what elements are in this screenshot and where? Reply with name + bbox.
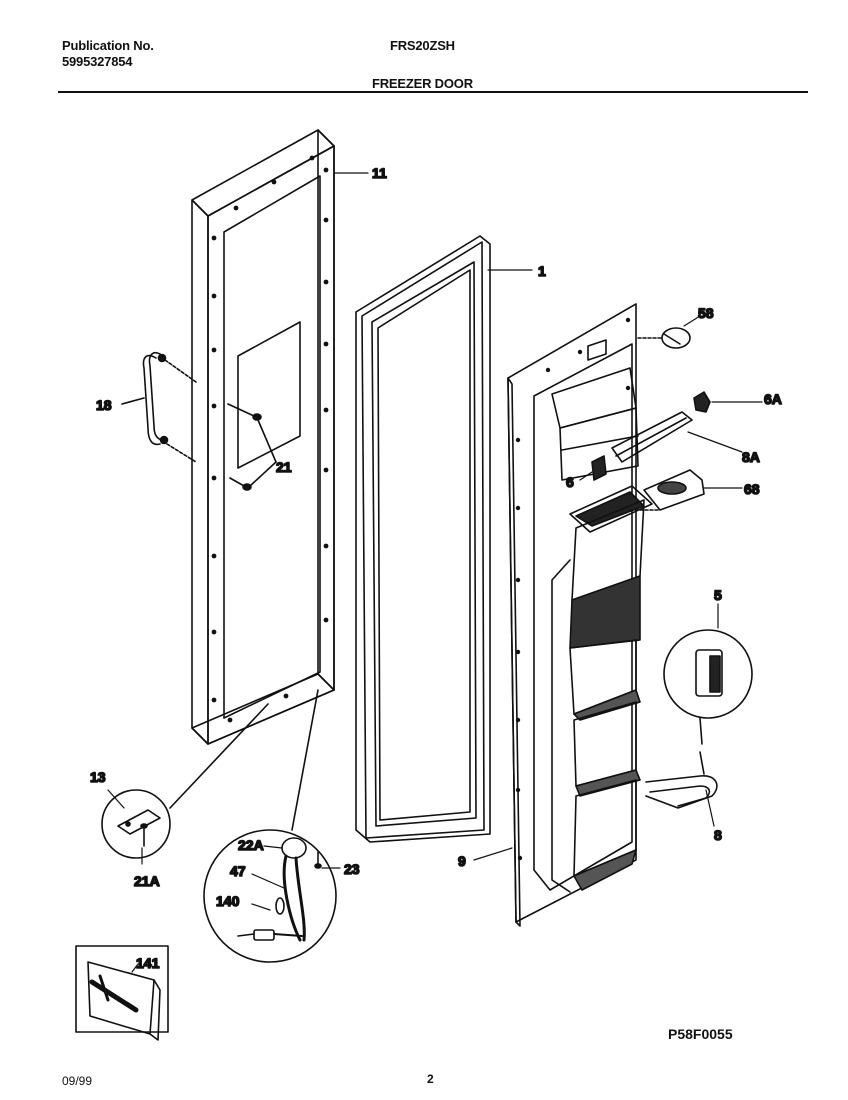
- callout-13: 13: [90, 769, 106, 785]
- callout-11: 11: [372, 165, 387, 181]
- callout-21A: 21A: [134, 873, 160, 889]
- callout-23: 23: [344, 861, 360, 877]
- callout-1: 1: [538, 263, 546, 279]
- callout-8A: 8A: [742, 449, 760, 465]
- hinge-bracket-detail-13: [101, 703, 269, 865]
- section-title: FREEZER DOOR: [372, 76, 473, 91]
- switch-detail-5: [663, 603, 753, 745]
- dispenser-arm-8: [645, 751, 718, 827]
- callout-140: 140: [216, 893, 240, 909]
- screw-58: [637, 315, 701, 349]
- model-number: FRS20ZSH: [390, 38, 455, 53]
- callout-18: 18: [96, 397, 112, 413]
- callout-6A: 6A: [764, 391, 782, 407]
- owner-literature-141: [75, 945, 169, 1041]
- wiring-harness-detail: [203, 689, 341, 963]
- door-handle: [121, 351, 197, 463]
- inner-door-liner: [473, 303, 653, 927]
- callout-68: 68: [744, 481, 760, 497]
- revision-date: 09/99: [62, 1074, 93, 1088]
- lever-6: [579, 455, 607, 481]
- inner-panel-recess: [237, 321, 301, 469]
- publication-label: Publication No.: [62, 38, 154, 53]
- panel-screw-holes: [211, 155, 329, 723]
- dispenser-cover-68: [629, 469, 743, 511]
- callout-6: 6: [566, 474, 574, 490]
- callout-22A: 22A: [238, 837, 264, 853]
- callout-47: 47: [230, 863, 246, 879]
- clip-6A: [693, 391, 763, 413]
- page-number: 2: [427, 1072, 434, 1086]
- door-gasket: [355, 235, 533, 843]
- callout-21: 21: [276, 459, 292, 475]
- callout-9: 9: [458, 853, 466, 869]
- actuator-bar-8A: [611, 411, 743, 463]
- outer-door-panel: [191, 129, 335, 745]
- callout-58: 58: [698, 305, 714, 321]
- header-rule: [58, 91, 808, 93]
- callout-5: 5: [714, 587, 722, 603]
- callout-8: 8: [714, 827, 722, 843]
- callout-141: 141: [136, 955, 160, 971]
- drawing-code: P58F0055: [668, 1026, 733, 1042]
- handle-screws: [227, 403, 277, 491]
- liner-screw-holes: [515, 317, 631, 861]
- publication-number: 5995327854: [62, 54, 133, 69]
